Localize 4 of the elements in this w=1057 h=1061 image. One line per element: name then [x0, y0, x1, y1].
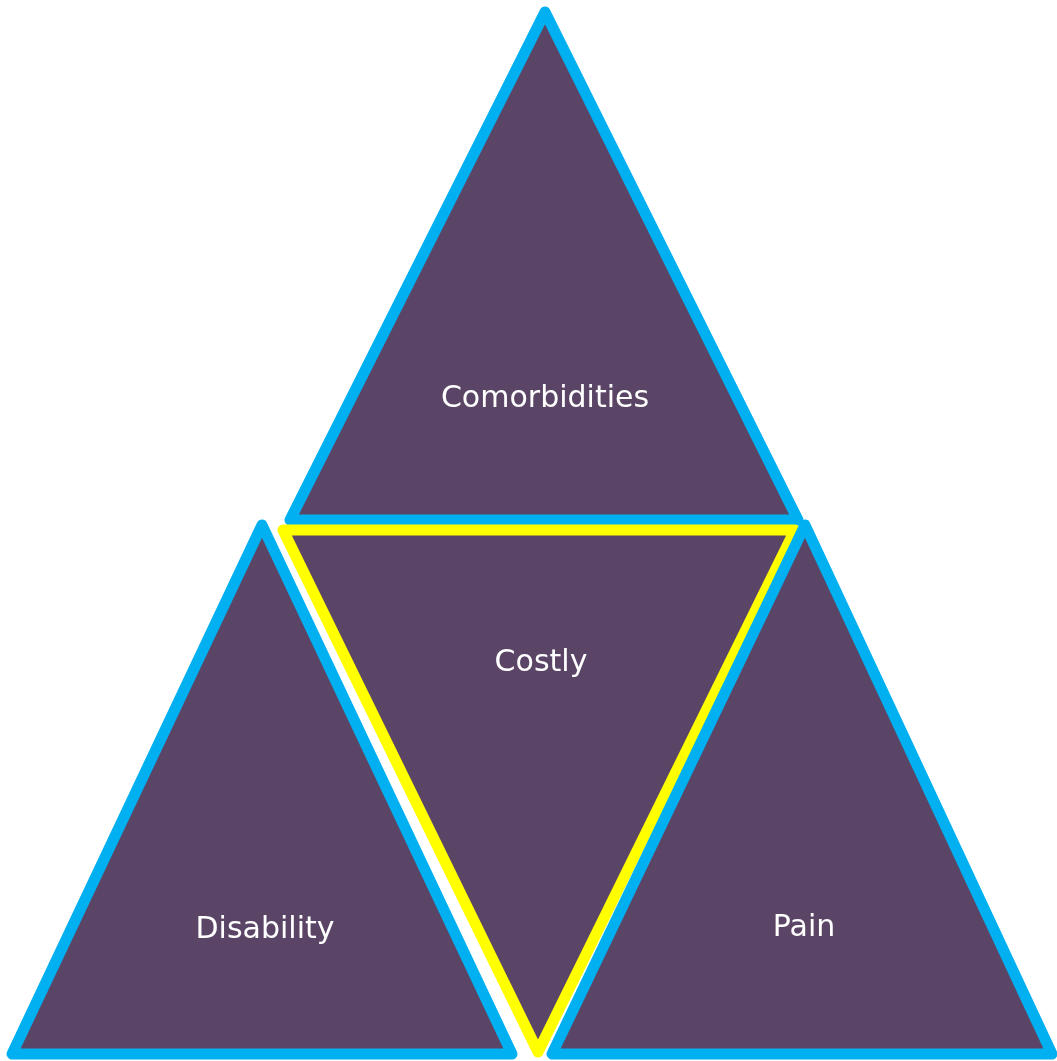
category-label: Disability: [195, 910, 335, 946]
category-label: Comorbidities: [440, 379, 650, 415]
category-label: Pain: [772, 908, 836, 944]
category-label: Costly: [494, 643, 588, 679]
